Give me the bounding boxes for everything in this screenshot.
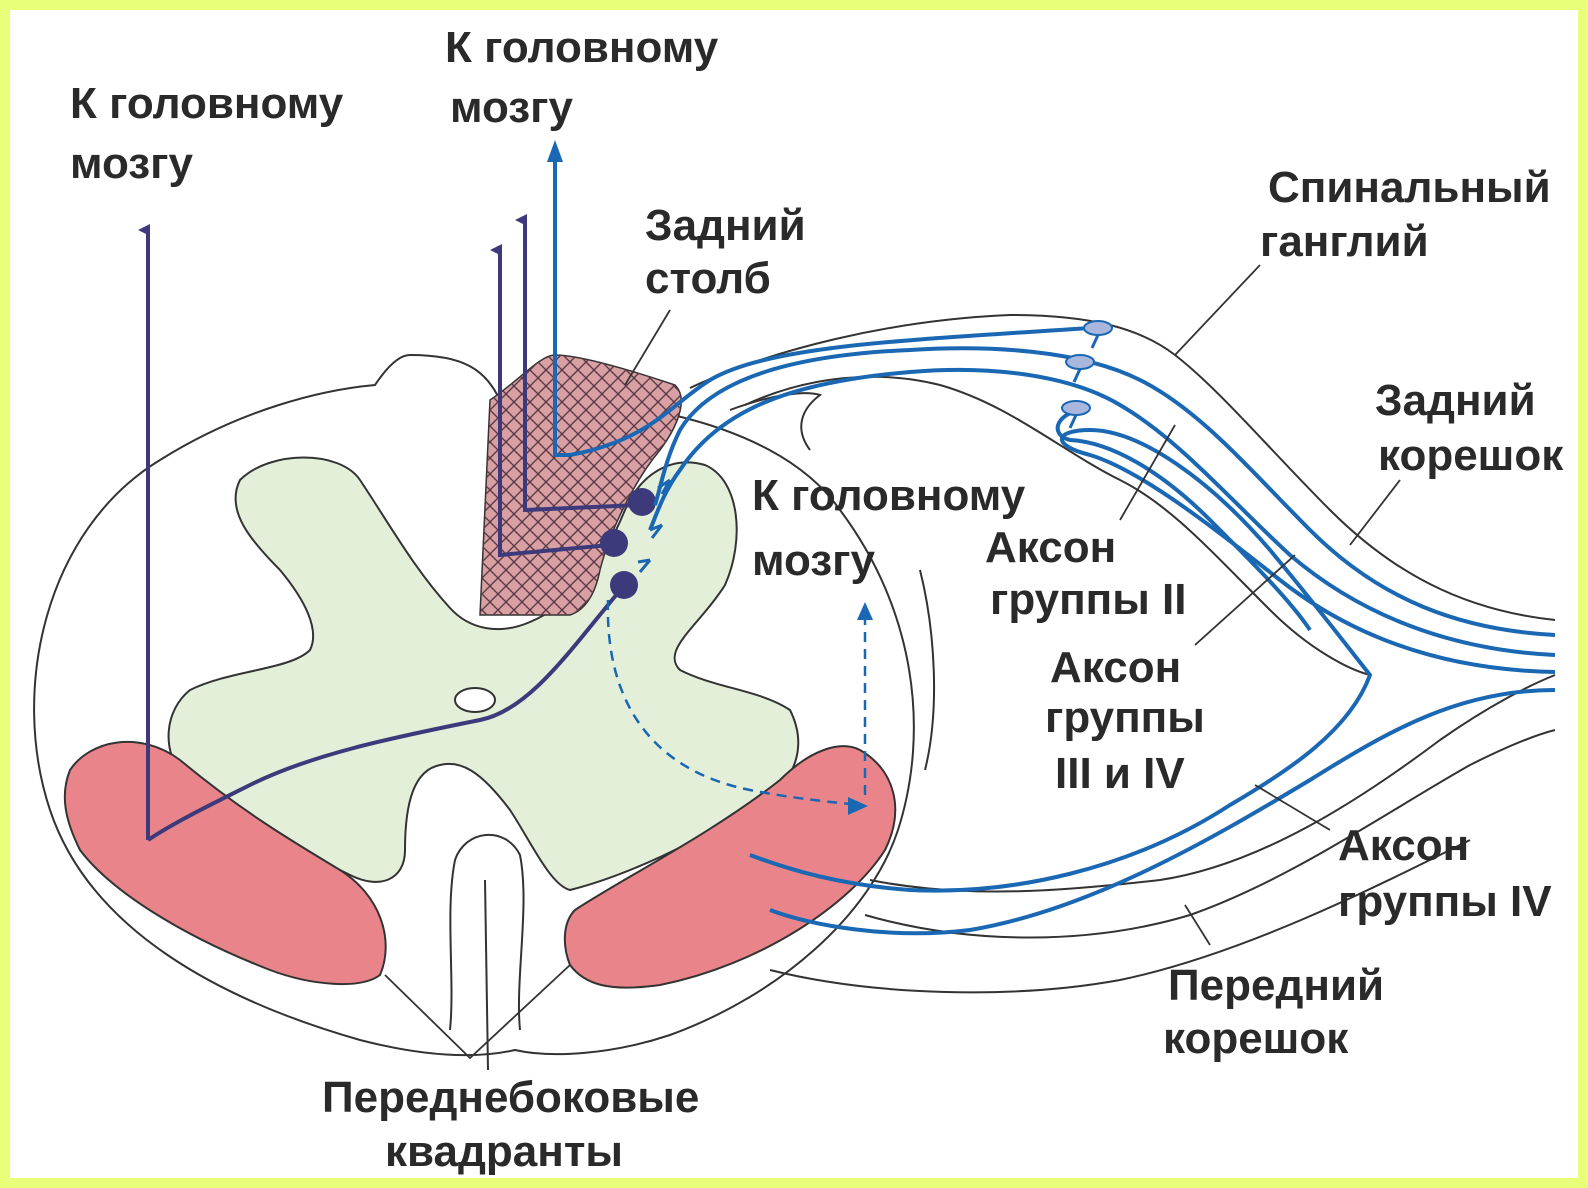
label-anterior-root: Передний корешок [1163, 961, 1396, 1063]
axon-dorsal-column-arrow [547, 140, 563, 162]
spinal-cord-diagram: К головному мозгу К головному мозгу К го… [10, 10, 1578, 1178]
leader-posterior-column [625, 310, 670, 385]
diagram-frame: К головному мозгу К головному мозгу К го… [10, 10, 1578, 1178]
neuron-body-1 [628, 488, 656, 516]
leader-axon-iii-iv [1195, 555, 1295, 645]
leader-anterior-root [1185, 905, 1210, 945]
gray-outline-inner-right [920, 570, 934, 770]
ganglion-cell-1-stem [1092, 335, 1098, 348]
label-anterolateral-quadrants: Переднебоковые квадранты [322, 1073, 712, 1176]
ganglion-cell-1 [1084, 321, 1112, 335]
ganglion-cell-3 [1062, 401, 1090, 415]
ganglion-cell-2 [1066, 355, 1094, 369]
label-to-brain-top: К головному мозгу [445, 23, 730, 132]
label-posterior-column: Задний столб [645, 201, 818, 303]
neuron-body-3 [610, 571, 638, 599]
leader-posterior-root [1350, 480, 1400, 545]
label-axon-group-iii-iv: Аксон группы III и IV [1045, 643, 1217, 798]
label-posterior-root: Задний корешок [1375, 376, 1564, 480]
ganglion-cell-3-stem [1070, 415, 1076, 428]
label-axon-group-ii: Аксон группы II [985, 523, 1187, 624]
ganglion-cell-2-stem [1074, 369, 1080, 382]
leader-spinal-ganglion [1175, 265, 1260, 355]
label-axon-group-iv: Аксон группы IV [1338, 821, 1552, 926]
neuron-body-2 [600, 529, 628, 557]
central-canal [455, 688, 495, 712]
label-to-brain-left: К головному мозгу [70, 79, 355, 188]
label-spinal-ganglion: Спинальный ганглий [1260, 163, 1563, 266]
